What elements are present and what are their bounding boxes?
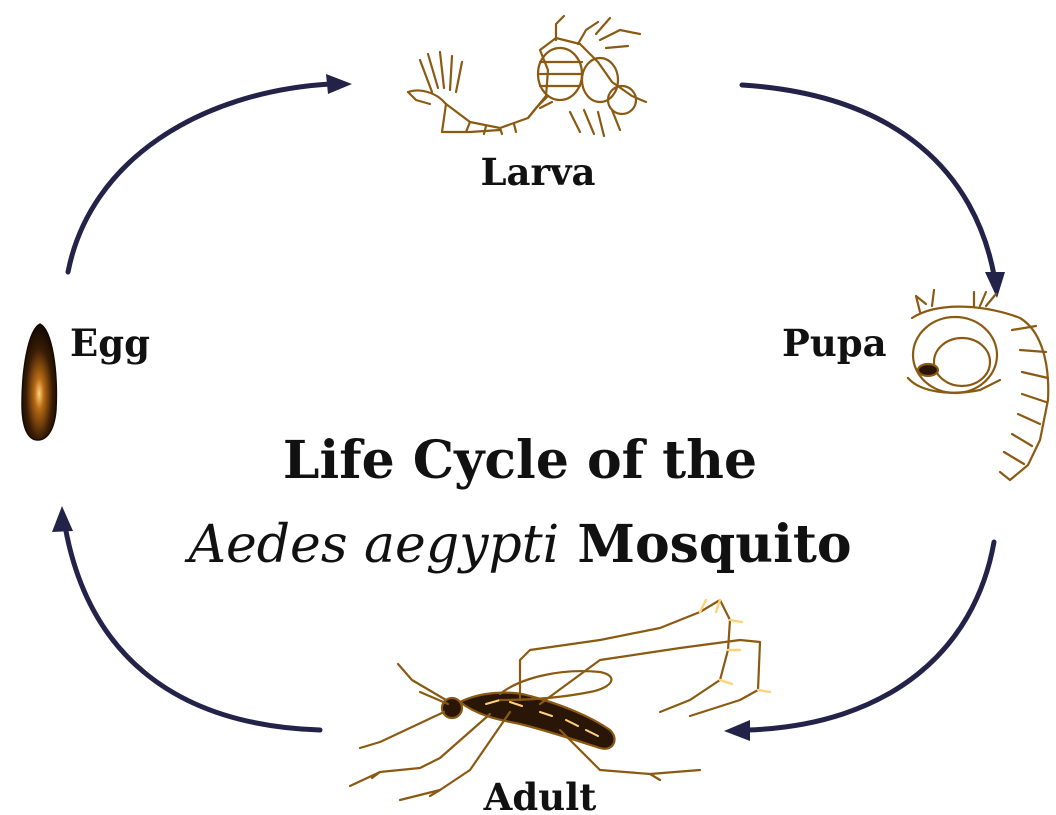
egg-illustration (22, 324, 56, 440)
diagram-title-line1: Life Cycle of the (283, 430, 757, 491)
title-species-name: Aedes aegypti (184, 515, 559, 575)
label-pupa: Pupa (782, 321, 887, 365)
pupa-illustration (908, 290, 1048, 480)
label-egg: Egg (70, 321, 150, 365)
diagram-title-line2: Aedes aegypti Mosquito (184, 514, 851, 575)
adult-mosquito-illustration (350, 600, 770, 800)
larva-illustration (408, 16, 646, 136)
arrow-larva-to-pupa (742, 85, 994, 275)
arrowhead-egg (52, 506, 73, 532)
arrowhead-adult (724, 720, 750, 741)
arrow-egg-to-larva (68, 84, 330, 272)
label-adult: Adult (483, 775, 597, 815)
arrowhead-larva (326, 74, 352, 94)
label-larva: Larva (481, 150, 596, 194)
title-mosquito: Mosquito (559, 514, 851, 575)
